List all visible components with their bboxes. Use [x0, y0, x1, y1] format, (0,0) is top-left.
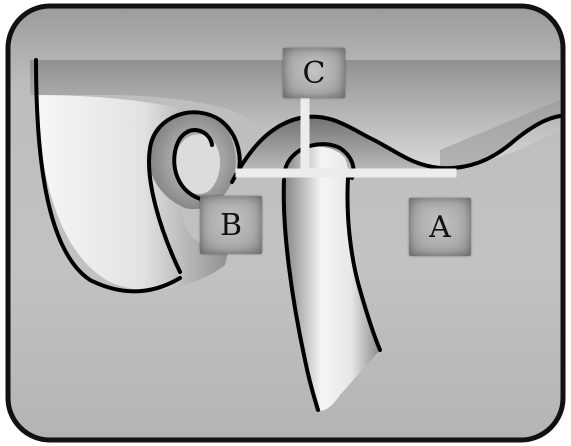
- label-a: A: [409, 198, 471, 256]
- label-b: B: [200, 196, 262, 254]
- label-c: C: [283, 48, 345, 98]
